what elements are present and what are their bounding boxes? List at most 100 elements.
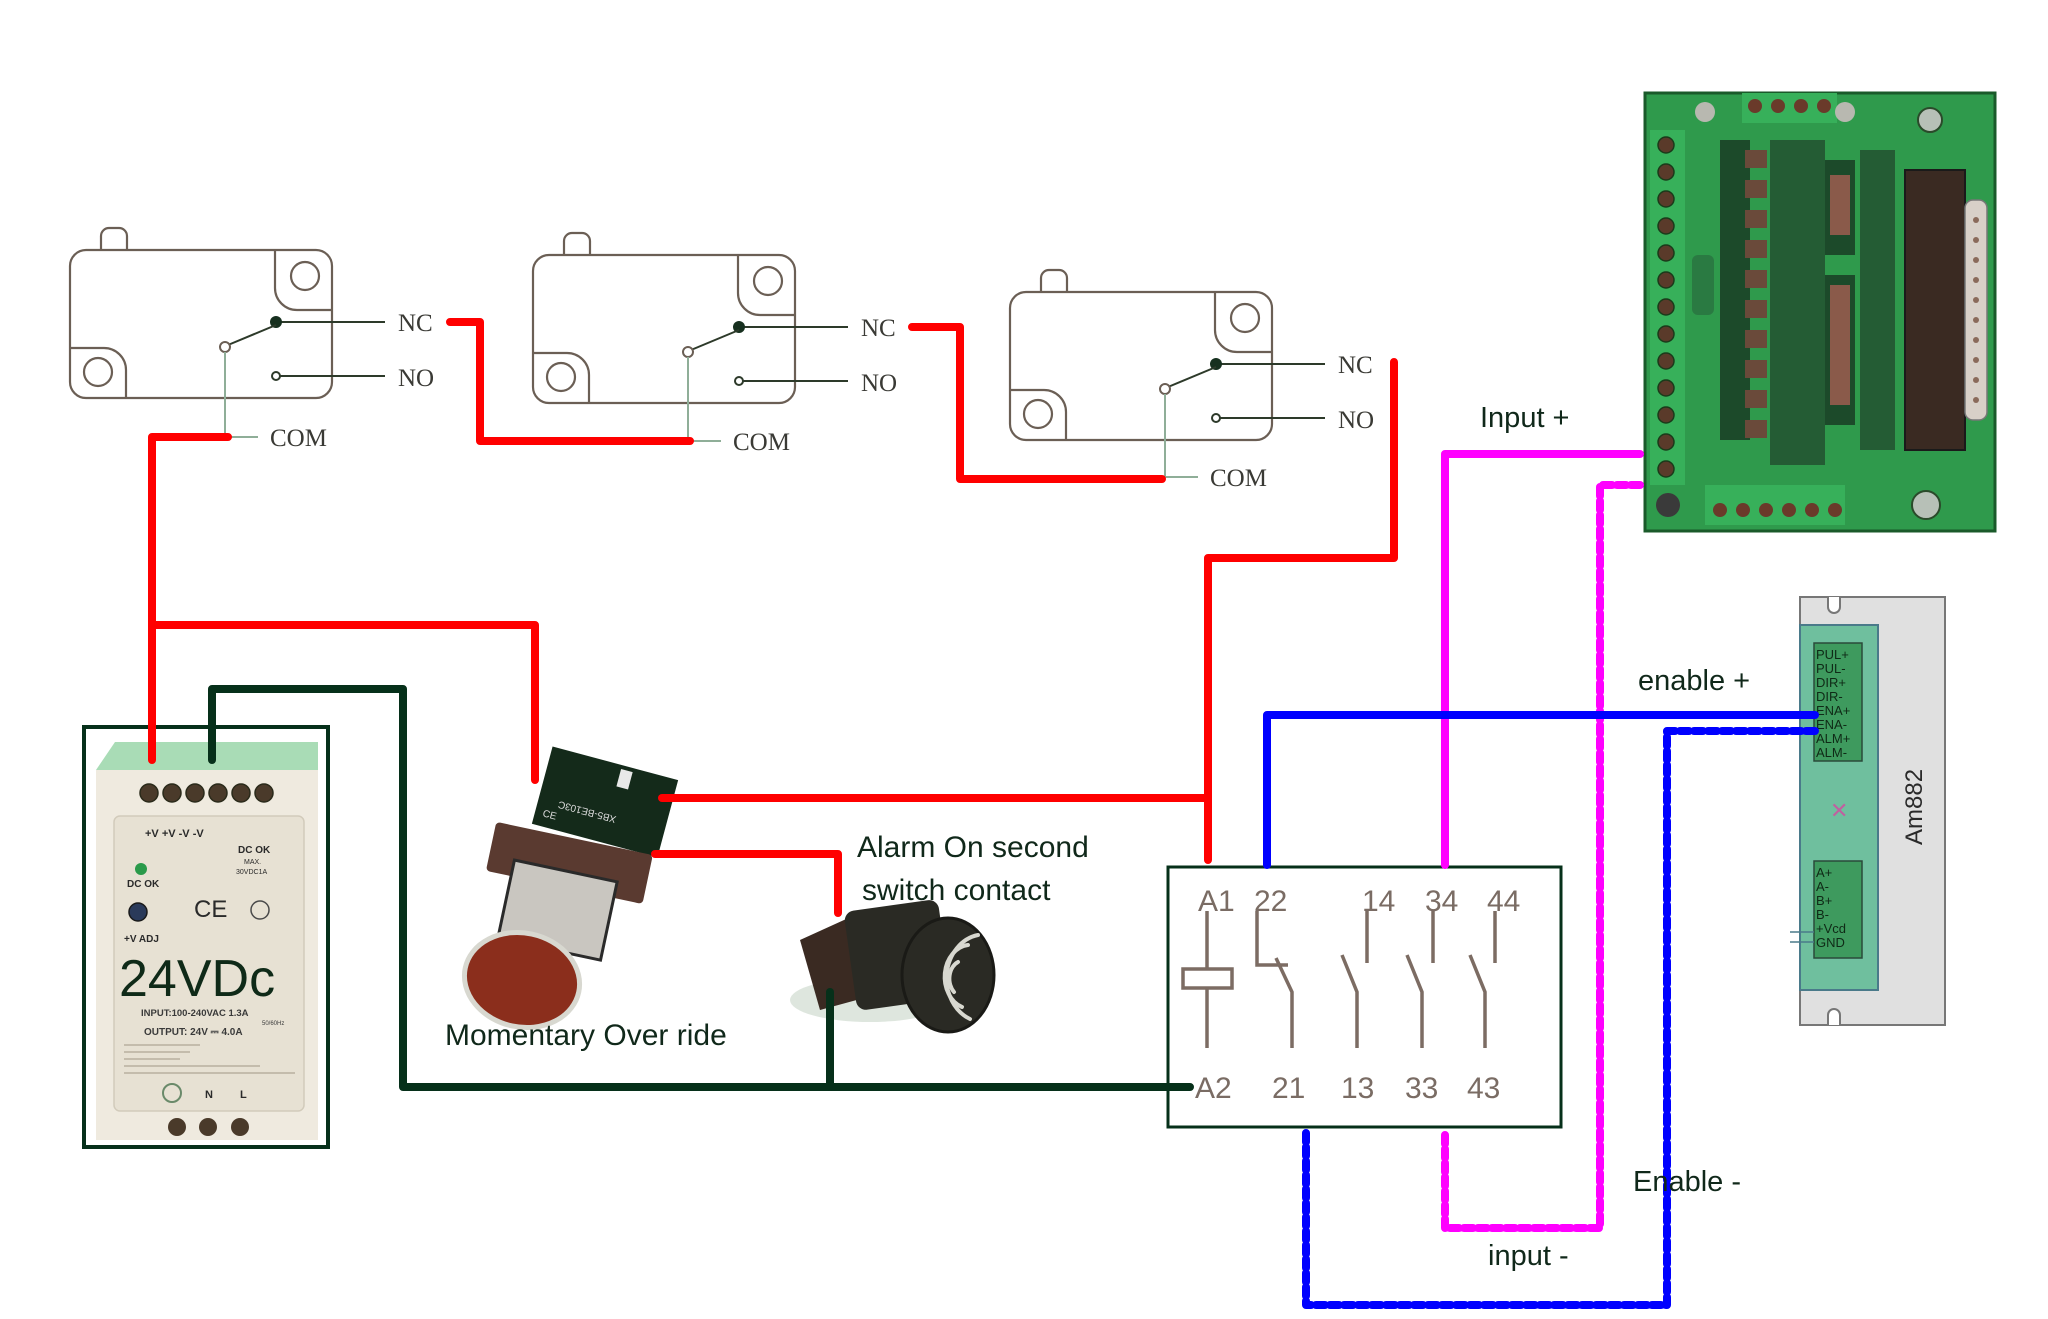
mount-hole-icon [82, 356, 114, 388]
limit-switch-2: NC NO COM [531, 231, 897, 456]
no-contact-icon [1211, 413, 1221, 423]
switch-lever [1167, 366, 1217, 388]
driver-model-label: Am882 [1901, 769, 1928, 845]
mount-corner-bottom [1010, 388, 1068, 440]
wire-positive-to-push-button [148, 621, 539, 784]
dc-ok-rating-2: 30VDC1A [236, 869, 267, 876]
limit-switch-1: NC NO COM [68, 226, 434, 452]
terminal-screws-top [1748, 99, 1831, 113]
wire-input-plus [1441, 450, 1644, 869]
mount-slot-icon [1827, 1008, 1841, 1025]
psu-fine-print [124, 1044, 295, 1074]
neutral-terminal-label: N [205, 1089, 213, 1101]
terminal-34: 34 [1425, 885, 1458, 918]
relay-bottom-terminals: A2 21 13 33 43 [1195, 1072, 1500, 1105]
mount-hole-icon [289, 260, 321, 292]
terminal-13: 13 [1341, 1072, 1374, 1105]
com-label: COM [733, 429, 790, 456]
relay-top-terminals: A1 22 14 34 44 [1198, 885, 1520, 918]
sound-waves-icon [942, 933, 980, 1021]
dc-ok-led-label: DC OK [127, 879, 160, 890]
nc-contact-icon [1210, 358, 1222, 370]
safety-relay: A1 22 14 34 44 A2 21 13 33 43 [1166, 865, 1563, 1129]
no-label: NO [1338, 407, 1374, 434]
psu-input-spec: INPUT:100-240VAC 1.3A [141, 1008, 249, 1019]
mount-slot-icon [1827, 597, 1841, 614]
dc-ok-contact-label: DC OK [238, 845, 271, 856]
wire-psu-negative-to-relay-a2 [208, 685, 1194, 1091]
mount-hole-icon [1911, 490, 1941, 520]
line-terminal-label: L [240, 1089, 247, 1101]
ground-terminal-icon [162, 1083, 182, 1103]
cross-mark-icon: ✕ [1830, 798, 1848, 823]
mount-corner-bottom [70, 346, 128, 398]
button-cap [461, 929, 583, 1031]
terminal-vcd: +Vcd [1816, 921, 1846, 936]
relay-coil-icon [1181, 911, 1234, 1048]
stepper-driver: PUL+ PUL- DIR+ DIR- ENA+ ENA- ALM+ ALM- … [1790, 596, 1946, 1026]
terminal-33: 33 [1405, 1072, 1438, 1105]
ic-chips [1745, 150, 1767, 438]
mount-hole-icon [1917, 107, 1943, 133]
wire-psu-positive-to-switch1-com [148, 433, 232, 764]
capacitor [1692, 255, 1714, 315]
override-push-button[interactable]: XB5-BE103C CE [455, 746, 679, 1038]
mount-hole-icon [752, 265, 784, 297]
buzzer-label-line1: Alarm On second [857, 831, 1089, 864]
capacitor-icon [1695, 102, 1715, 122]
breakout-board [1643, 91, 1997, 533]
ac-terminal-screws [168, 1118, 249, 1136]
switch-actuator-icon [562, 231, 592, 255]
psu-input-freq: 50/60Hz [262, 1021, 284, 1027]
mount-corner-top [1213, 292, 1272, 354]
no-label: NO [861, 370, 897, 397]
mount-corner-top [736, 255, 795, 317]
psu-voltage-label: 24VDc [119, 950, 275, 1008]
com-lead [224, 352, 258, 438]
terminal-ena-plus: ENA+ [1816, 703, 1850, 718]
terminal-screws-left [1657, 136, 1675, 478]
mount-hole-icon [1656, 493, 1680, 517]
db25-pins [1973, 217, 1979, 403]
terminal-strip-bottom [1705, 485, 1845, 525]
terminal-44: 44 [1487, 885, 1520, 918]
voltage-adjust-label: +V ADJ [124, 934, 159, 945]
switch-actuator-icon [99, 226, 129, 250]
mount-corner-top [273, 250, 332, 312]
db25-connector [1904, 169, 1966, 451]
nc-label: NC [1338, 352, 1373, 379]
nc-label: NC [398, 310, 433, 337]
terminal-22: 22 [1254, 885, 1287, 918]
terminal-gnd: GND [1816, 935, 1845, 950]
nc-label: NC [861, 315, 896, 342]
terminal-b-minus: B- [1816, 907, 1829, 922]
mount-hole-icon [1229, 302, 1261, 334]
terminal-a-minus: A- [1816, 879, 1829, 894]
buzzer-label-line2: switch contact [862, 874, 1051, 907]
no-contact-43-44-icon [1468, 911, 1497, 1048]
power-supply: +V +V -V -V DC OK MAX. 30VDC1A DC OK +V … [82, 725, 330, 1149]
input-plus-label: Input + [1480, 402, 1570, 434]
psu-top-cover [96, 742, 318, 770]
terminal-pul-minus: PUL- [1816, 661, 1846, 676]
terminal-screws-bottom [1713, 503, 1842, 517]
terminal-alm-minus: ALM- [1816, 745, 1847, 760]
wire-push-button-to-buzzer [651, 850, 842, 917]
enable-plus-label: enable + [1638, 665, 1750, 697]
terminal-alm-plus: ALM+ [1816, 731, 1850, 746]
wire-enable-minus [1302, 727, 1819, 1309]
power-terminal-block [1813, 860, 1863, 959]
com-label: COM [270, 425, 327, 452]
control-terminal-labels: PUL+ PUL- DIR+ DIR- ENA+ ENA- ALM+ ALM- [1816, 647, 1850, 760]
switch-actuator-icon [1039, 268, 1069, 292]
no-contact-icon [734, 376, 744, 386]
contact-block [531, 746, 679, 858]
dc-ok-rating-1: MAX. [244, 859, 261, 866]
pivot-icon [219, 341, 231, 353]
resistor-array [1770, 140, 1825, 465]
wire-switch3-nc-to-relay-a1 [1204, 358, 1398, 864]
mount-hole-icon [545, 361, 577, 393]
pivot-icon [682, 346, 694, 358]
wire-enable-plus [1263, 711, 1819, 869]
